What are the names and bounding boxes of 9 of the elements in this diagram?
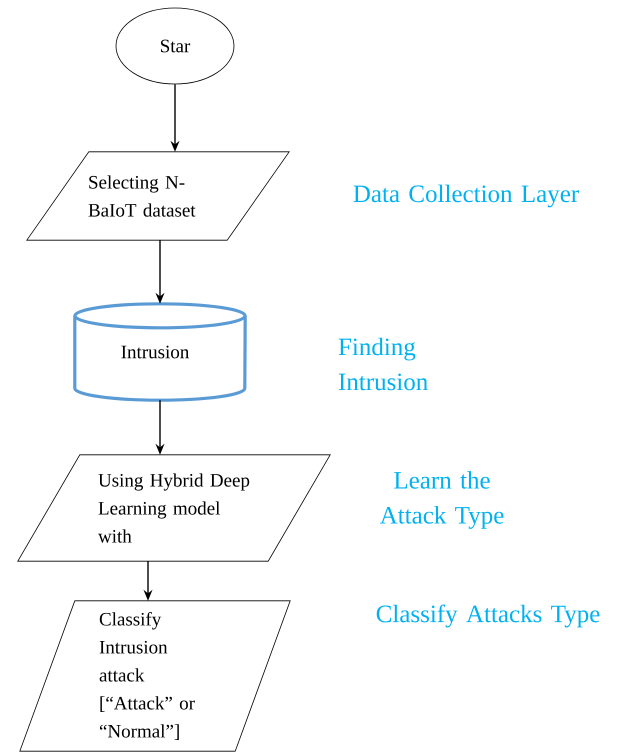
data-parallelogram: Classify Intrusion attack [“Attack” or “Normal”] (19, 600, 291, 752)
data-parallelogram: Using Hybrid Deep Learning model with (17, 454, 331, 562)
database-cylinder: Intrusion (73, 302, 247, 402)
data-parallelogram: Selecting N- BaIoT dataset (26, 151, 290, 241)
node-label: Intrusion (121, 346, 190, 358)
layer-label: Finding Intrusion (338, 338, 428, 390)
layer-label: Classify Attacks Type (376, 604, 600, 628)
layer-label: Learn the Attack Type (380, 471, 504, 529)
layer-label: Data Collection Layer (354, 184, 579, 208)
